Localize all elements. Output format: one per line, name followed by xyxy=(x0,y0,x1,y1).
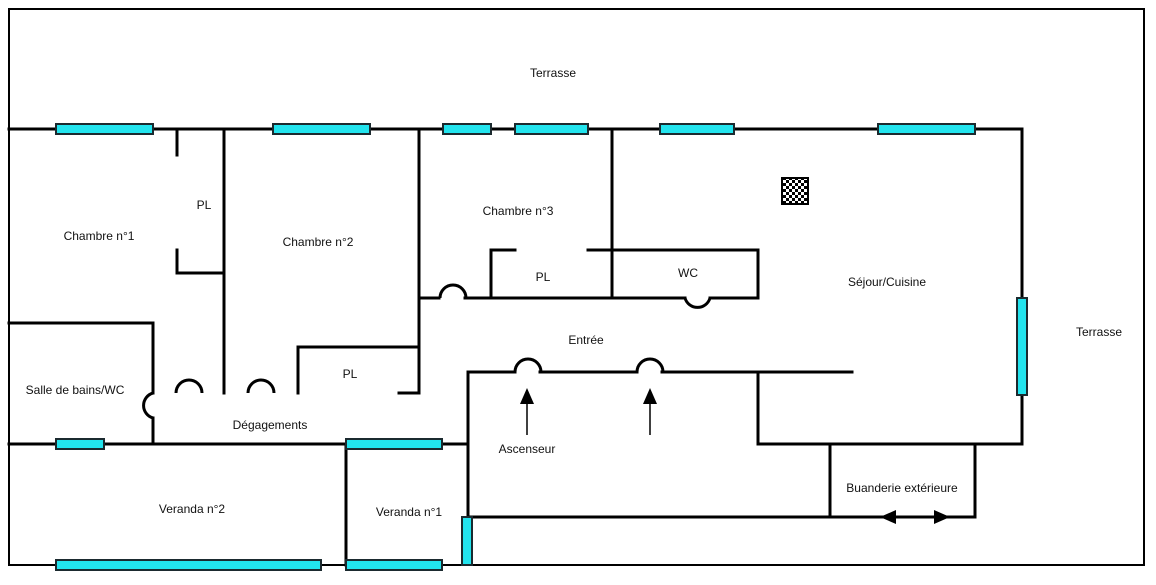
windows xyxy=(55,123,1028,571)
label-veranda-1: Veranda n°1 xyxy=(376,505,443,519)
label-ascenseur: Ascenseur xyxy=(499,442,556,456)
checker-pattern-icon xyxy=(781,177,809,205)
window xyxy=(877,123,976,135)
label-placard-1: PL xyxy=(197,198,212,212)
double-arrow-icon xyxy=(880,510,950,524)
label-entree: Entrée xyxy=(568,333,604,347)
arrow-up-icon xyxy=(520,388,534,435)
label-sejour-cuisine: Séjour/Cuisine xyxy=(848,275,926,289)
label-terrasse-right: Terrasse xyxy=(1076,325,1122,339)
arrow-up-icon xyxy=(643,388,657,435)
label-terrasse-top: Terrasse xyxy=(530,66,576,80)
label-placard-2: PL xyxy=(343,367,358,381)
window xyxy=(1016,297,1028,396)
label-chambre-1: Chambre n°1 xyxy=(64,229,135,243)
window xyxy=(345,438,443,450)
window xyxy=(514,123,589,135)
label-veranda-2: Veranda n°2 xyxy=(159,502,226,516)
window xyxy=(272,123,371,135)
window xyxy=(461,516,473,566)
window xyxy=(55,559,322,571)
label-chambre-2: Chambre n°2 xyxy=(283,235,354,249)
label-degagements: Dégagements xyxy=(233,418,308,432)
outer-boundary xyxy=(8,8,1145,566)
doors xyxy=(142,283,712,420)
room-labels: Terrasse Terrasse Chambre n°1 PL Chambre… xyxy=(26,66,1123,519)
label-placard-3: PL xyxy=(536,270,551,284)
window xyxy=(55,438,105,450)
window xyxy=(345,559,443,571)
walls xyxy=(7,127,1024,567)
label-chambre-3: Chambre n°3 xyxy=(483,204,554,218)
label-buanderie: Buanderie extérieure xyxy=(846,481,958,495)
window xyxy=(442,123,492,135)
window xyxy=(55,123,154,135)
label-wc: WC xyxy=(678,266,698,280)
label-salle-de-bains: Salle de bains/WC xyxy=(26,383,125,397)
window xyxy=(659,123,735,135)
